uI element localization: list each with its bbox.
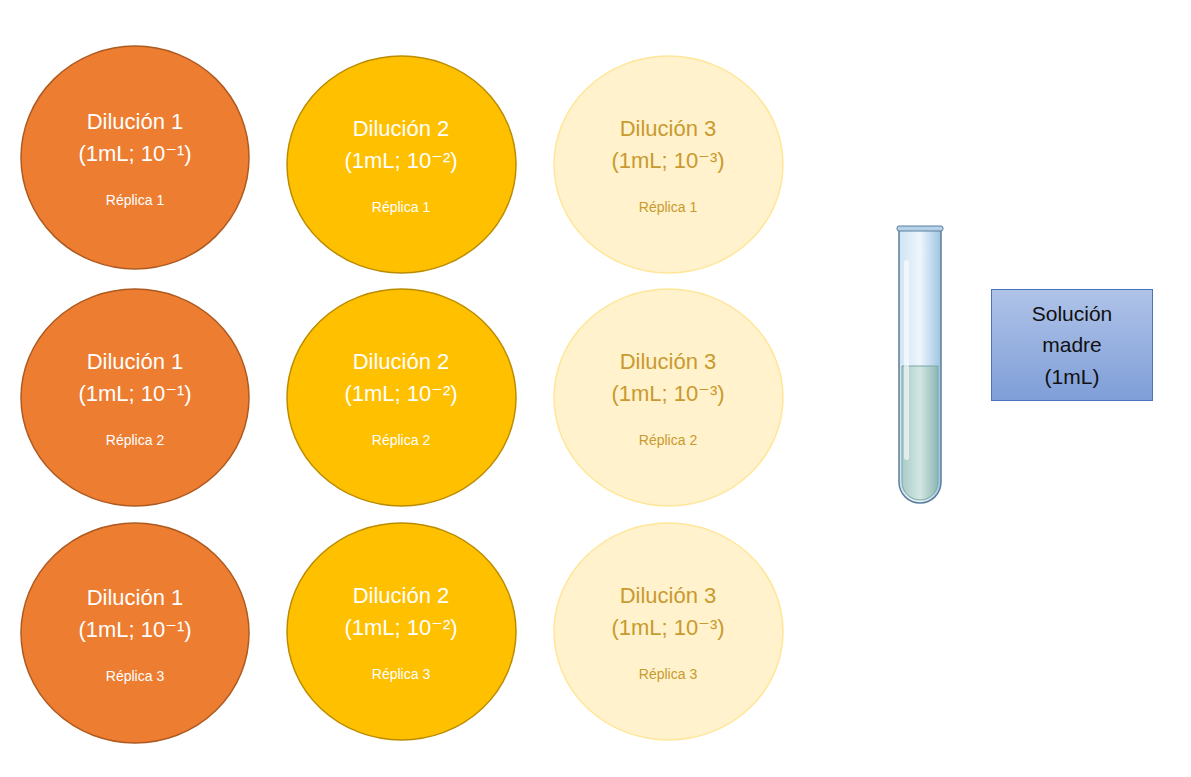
dilution-plate: Dilución 3 (1mL; 10⁻³) Réplica 2 [553,288,784,507]
dilution-label: Dilución 2 (1mL; 10⁻²) [326,346,476,410]
tube-rim [897,226,943,231]
plate-ellipse [287,523,516,740]
dilution-plate: Dilución 2 (1mL; 10⁻²) Réplica 3 [286,522,517,741]
tube-highlight [904,260,909,460]
dilution-plate: Dilución 3 (1mL; 10⁻³) Réplica 1 [553,55,784,274]
replica-label: Réplica 3 [106,668,164,684]
dilution-plate: Dilución 1 (1mL; 10⁻¹) Réplica 2 [20,288,250,507]
plate-ellipse [287,56,516,273]
dilution-label: Dilución 3 (1mL; 10⁻³) [593,580,743,644]
replica-label: Réplica 3 [372,666,430,682]
replica-label: Réplica 3 [639,666,697,682]
plate-ellipse [554,523,783,740]
plate-ellipse [21,46,249,269]
dilution-label: Dilución 3 (1mL; 10⁻³) [593,346,743,410]
dilution-label: Dilución 2 (1mL; 10⁻²) [326,580,476,644]
replica-label: Réplica 2 [106,432,164,448]
plate-ellipse [554,289,783,506]
dilution-label: Dilución 3 (1mL; 10⁻³) [593,113,743,177]
stock-label: Solución madre (1mL) [1016,298,1128,393]
dilution-label: Dilución 1 (1mL; 10⁻¹) [60,106,210,170]
dilution-label: Dilución 1 (1mL; 10⁻¹) [60,346,210,410]
replica-label: Réplica 2 [639,432,697,448]
dilution-plate: Dilución 3 (1mL; 10⁻³) Réplica 3 [553,522,784,741]
tube-glass [899,229,941,503]
plate-ellipse [21,523,249,743]
plate-ellipse [287,289,516,506]
dilution-plate: Dilución 2 (1mL; 10⁻²) Réplica 1 [286,55,517,274]
dilution-plate: Dilución 1 (1mL; 10⁻¹) Réplica 1 [20,45,250,270]
replica-label: Réplica 2 [372,432,430,448]
replica-label: Réplica 1 [372,199,430,215]
dilution-plate: Dilución 2 (1mL; 10⁻²) Réplica 2 [286,288,517,507]
replica-label: Réplica 1 [639,199,697,215]
dilution-label: Dilución 2 (1mL; 10⁻²) [326,113,476,177]
plate-ellipse [554,56,783,273]
plate-ellipse [21,289,249,506]
dilution-label: Dilución 1 (1mL; 10⁻¹) [60,582,210,646]
dilution-plate: Dilución 1 (1mL; 10⁻¹) Réplica 3 [20,522,250,744]
replica-label: Réplica 1 [106,192,164,208]
stock-solution-box: Solución madre (1mL) [991,289,1153,401]
